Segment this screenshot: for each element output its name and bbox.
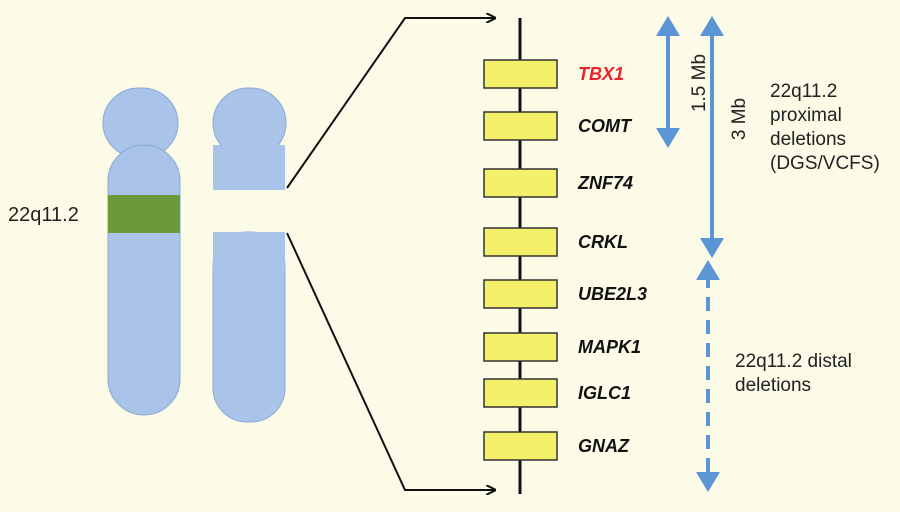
chromosome-normal [102, 87, 181, 416]
gene-box [483, 111, 558, 141]
gene-box [483, 332, 558, 362]
proximal-deletions-note: 22q11.2 proximal deletions (DGS/VCFS) [770, 81, 880, 174]
gene-box [483, 431, 558, 461]
gene-label-gnaz: GNAZ [578, 436, 629, 456]
gene-box [483, 378, 558, 408]
gene-box [483, 279, 558, 309]
gene-boxes [483, 59, 558, 461]
gene-label-mapk1: MAPK1 [578, 337, 642, 357]
gene-label-ube2l3: UBE2L3 [578, 284, 648, 304]
gene-box [483, 168, 558, 198]
arrow-3-mb [700, 16, 724, 258]
arrow-distal-dashed [696, 260, 720, 492]
gene-label-crkl: CRKL [578, 232, 628, 252]
zoom-line-bottom [286, 232, 495, 490]
gene-box [483, 59, 558, 89]
chromosome-deleted [212, 87, 287, 423]
distal-deletions-note: 22q11.2 distal deletions [735, 351, 852, 396]
gene-box [483, 227, 558, 257]
gene-label-tbx1: TBX1 [578, 64, 625, 84]
gene-label-znf74: ZNF74 [578, 173, 634, 193]
gene-label-comt: COMT [578, 116, 631, 136]
band-label: 22q11.2 [8, 204, 79, 226]
label-1-5-mb: 1.5 Mb [689, 53, 710, 113]
gene-label-iglc1: IGLC1 [578, 383, 632, 403]
band-22q11-2 [108, 195, 180, 233]
arrow-1-5-mb [656, 16, 680, 148]
zoom-line-top [286, 18, 495, 189]
label-3-mb: 3 Mb [729, 97, 750, 141]
